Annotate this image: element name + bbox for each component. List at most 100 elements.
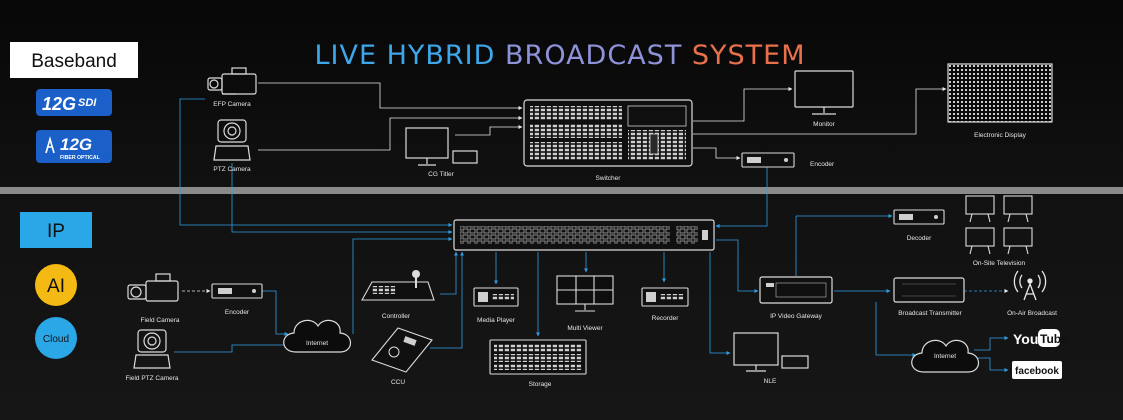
antenna-icon: [1013, 270, 1047, 301]
encoder-icon: [741, 152, 795, 168]
storage-array-icon: [489, 339, 587, 375]
switcher-console-icon: [523, 99, 693, 167]
encoder-field-label: Encoder: [225, 309, 250, 316]
encoder-icon: [893, 209, 945, 225]
ip-video-gateway-label: IP Video Gateway: [770, 313, 823, 320]
on-air-broadcast: On-Air Broadcast: [1007, 270, 1057, 317]
switcher: Switcher: [523, 99, 693, 182]
title-part-system: SYSTEM: [692, 40, 806, 71]
switcher-label: Switcher: [596, 175, 622, 182]
title-part-live-hybrid: LIVE HYBRID: [314, 40, 505, 71]
transmitter-icon: [893, 277, 965, 303]
youtube-logo-you: You: [1013, 331, 1038, 347]
baseband-links: [258, 82, 947, 160]
fiber-badge-main: 12G: [60, 135, 92, 154]
monitor-label: Monitor: [813, 121, 836, 128]
ptz-camera: PTZ Camera: [213, 119, 251, 173]
youtube-logo: You Tube: [1013, 329, 1068, 347]
ccu-panel-icon: [371, 327, 433, 373]
on-site-television: On-Site Television: [965, 195, 1033, 267]
cloud-circle: [35, 317, 77, 359]
controller-label: Controller: [382, 313, 411, 320]
ccu-label: CCU: [391, 379, 405, 386]
display-wall-icon: [947, 63, 1053, 123]
encoder-top: Encoder: [741, 152, 835, 168]
broadcast-transmitter-label: Broadcast Transmitter: [898, 310, 962, 317]
nle: NLE: [733, 332, 809, 385]
ip-label: IP: [47, 221, 65, 242]
cg-titler: CG Titler: [405, 127, 478, 178]
camera-icon: [207, 67, 257, 95]
decoder-label: Decoder: [907, 235, 932, 242]
ip-video-gateway: IP Video Gateway: [759, 276, 833, 320]
baseband-label: Baseband: [31, 51, 117, 72]
youtube-logo-tube: Tube: [1040, 332, 1068, 346]
recorder-icon: [641, 287, 689, 307]
gateway-icon: [759, 276, 833, 304]
internet-right: Internet: [911, 339, 980, 373]
sidebar-legend: Baseband 12G SDI 12G FIBER OPTICAL IP AI…: [10, 42, 138, 359]
field-ptz-camera-label: Field PTZ Camera: [125, 375, 178, 382]
storage-label: Storage: [529, 381, 552, 388]
baseband-ip-divider: [0, 187, 1123, 194]
encoder-icon: [211, 283, 263, 299]
efp-camera: EFP Camera: [207, 67, 257, 108]
storage: Storage: [489, 339, 587, 388]
fiber-12g-badge: 12G FIBER OPTICAL: [36, 130, 112, 163]
internet-left-label: Internet: [306, 340, 328, 347]
fiber-icon: [45, 136, 55, 154]
cg-titler-label: CG Titler: [428, 171, 454, 178]
internet-right-label: Internet: [934, 353, 956, 360]
encoder-field: Encoder: [211, 283, 263, 316]
sdi-12g-badge: 12G SDI: [36, 89, 112, 116]
media-player: Media Player: [473, 287, 519, 324]
title-part-broadcast: BROADCAST: [505, 40, 692, 71]
diagram-title: LIVE HYBRID BROADCAST SYSTEM: [314, 40, 805, 71]
ai-circle: [35, 264, 77, 306]
electronic-display: Electronic Display: [947, 63, 1053, 139]
sdi-badge-sub: SDI: [78, 97, 97, 109]
recorder: Recorder: [641, 287, 689, 322]
electronic-display-label: Electronic Display: [974, 132, 1026, 139]
field-camera: Field Camera: [127, 273, 180, 324]
efp-camera-label: EFP Camera: [213, 101, 251, 108]
monitor: Monitor: [794, 70, 854, 128]
ptz-camera-icon: [133, 329, 171, 369]
field-camera-label: Field Camera: [140, 317, 179, 324]
internet-left: Internet: [283, 319, 352, 353]
joystick-controller-icon: [361, 270, 435, 301]
on-air-broadcast-label: On-Air Broadcast: [1007, 310, 1057, 317]
ptz-camera-label: PTZ Camera: [213, 166, 251, 173]
ccu: CCU: [371, 327, 433, 386]
monitor-icon: [733, 332, 809, 372]
multi-viewer-label: Multi Viewer: [567, 325, 603, 332]
monitor-icon: [794, 70, 854, 115]
network-switch-icon: [453, 219, 715, 251]
fiber-badge-sub: FIBER OPTICAL: [60, 155, 101, 161]
monitor-icon: [556, 275, 614, 312]
facebook-logo-text: facebook: [1015, 366, 1059, 377]
media-player-label: Media Player: [477, 317, 516, 324]
ip-label-box: [20, 212, 92, 248]
tv-icon: [965, 195, 1033, 255]
cloud-icon: [911, 339, 980, 373]
multi-viewer: Multi Viewer: [556, 275, 614, 332]
controller: Controller: [361, 270, 435, 320]
recorder-label: Recorder: [652, 315, 680, 322]
sdi-badge-main: 12G: [42, 94, 76, 114]
facebook-logo: facebook: [1012, 361, 1062, 379]
broadcast-transmitter: Broadcast Transmitter: [893, 277, 965, 317]
nle-label: NLE: [764, 378, 777, 385]
field-ptz-camera: Field PTZ Camera: [125, 329, 179, 382]
network-switch: [453, 219, 715, 251]
camera-icon: [127, 273, 179, 302]
cloud-icon: [283, 319, 352, 353]
ptz-camera-icon: [213, 119, 251, 161]
encoder-top-label: Encoder: [810, 161, 835, 168]
monitor-icon: [405, 127, 478, 166]
decoder: Decoder: [893, 209, 945, 242]
on-site-television-label: On-Site Television: [973, 260, 1026, 267]
baseband-label-box: [10, 42, 138, 78]
